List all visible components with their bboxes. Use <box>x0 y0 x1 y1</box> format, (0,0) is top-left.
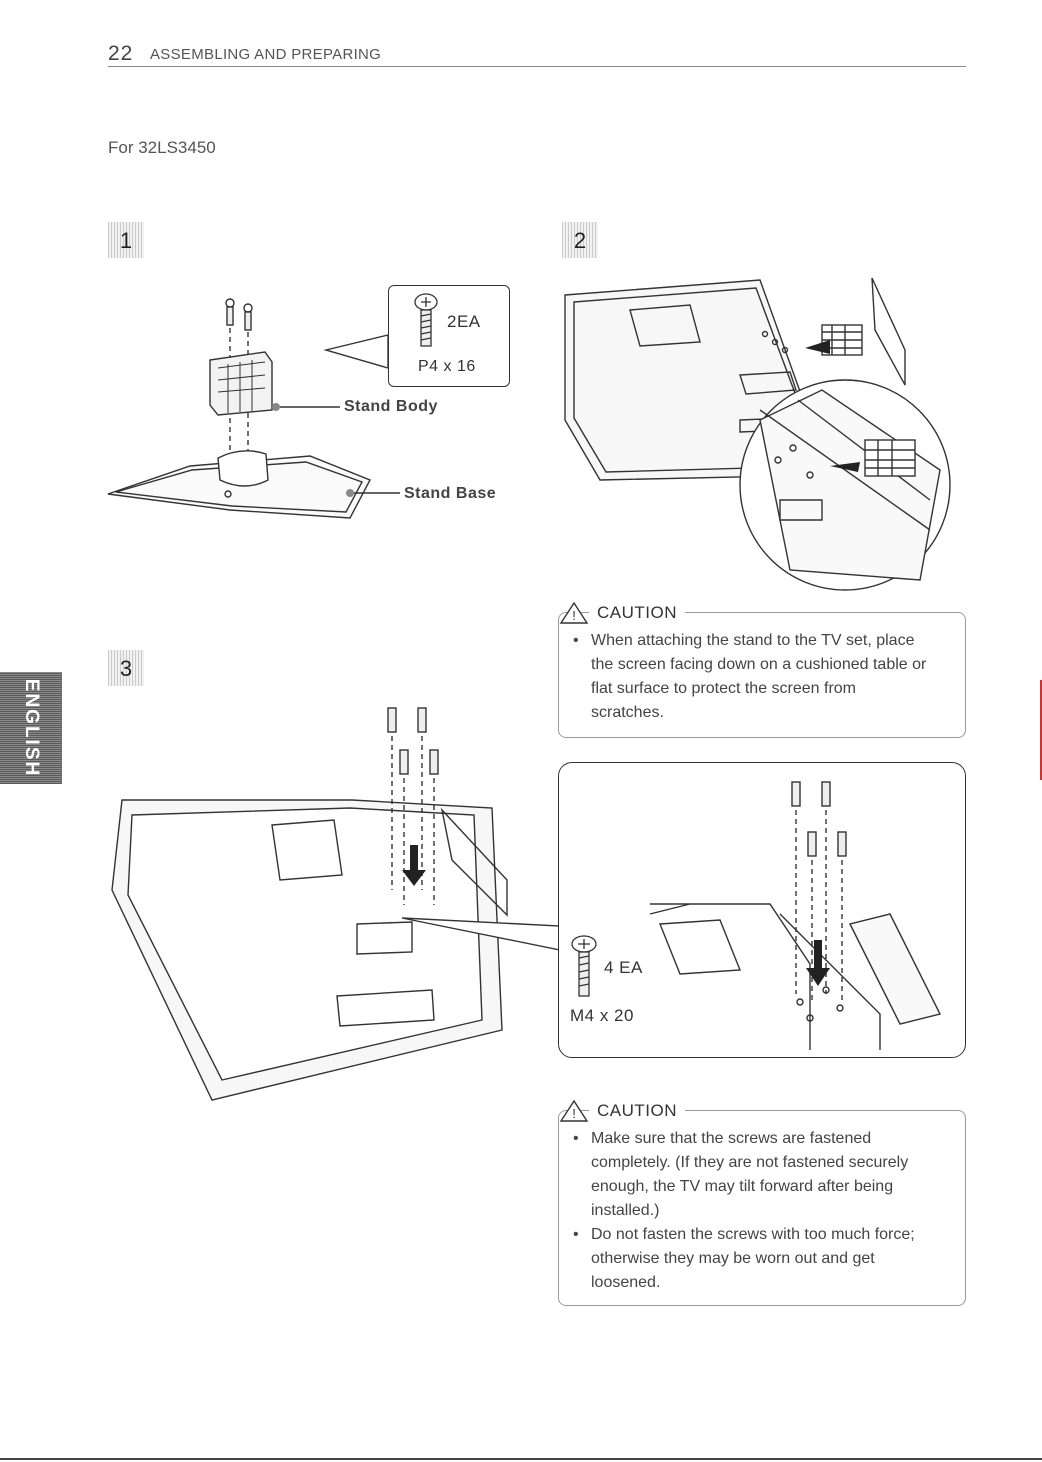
tv-rear-screw-illustration <box>111 707 561 1101</box>
step-badge-3: 3 <box>108 650 144 686</box>
screw-spec-label: M4 x 20 <box>570 1006 634 1025</box>
screw-icon <box>225 298 253 331</box>
header-divider <box>108 66 966 67</box>
screw-icon <box>571 935 597 997</box>
stand-base-label: Stand Base <box>404 485 497 502</box>
svg-text:!: ! <box>572 1106 576 1121</box>
stand-assembly-illustration <box>107 298 400 519</box>
caution-title: CAUTION <box>589 1101 685 1121</box>
caution-item: Make sure that the screws are fastened c… <box>573 1127 943 1223</box>
caution-box: ! CAUTION When attaching the stand to th… <box>558 601 966 738</box>
screw-callout-box <box>388 285 510 387</box>
model-line: For 32LS3450 <box>108 138 216 157</box>
language-tab: ENGLISH <box>0 672 62 784</box>
page-number: 22 <box>108 42 134 65</box>
svg-text:!: ! <box>572 608 576 623</box>
page-edge-mark <box>1040 680 1042 780</box>
caution-box: ! CAUTION Make sure that the screws are … <box>558 1099 966 1306</box>
warning-icon: ! <box>559 601 589 624</box>
step-badge-2: 2 <box>562 222 598 258</box>
screw-detail-illustration <box>649 781 942 1050</box>
screw-spec-label: P4 x 16 <box>418 358 476 375</box>
caution-item: When attaching the stand to the TV set, … <box>573 629 929 725</box>
caution-list: Make sure that the screws are fastened c… <box>559 1127 943 1295</box>
page-bottom-rule <box>0 1458 1042 1460</box>
screw-count-label: 2EA <box>447 312 481 331</box>
caution-item: Do not fasten the screws with too much f… <box>573 1223 943 1295</box>
tv-rear-attach-illustration <box>564 277 951 591</box>
screw-icon <box>414 293 438 347</box>
caution-list: When attaching the stand to the TV set, … <box>559 629 929 725</box>
language-tab-label: ENGLISH <box>21 678 43 778</box>
screw-count-label: 4 EA <box>604 958 643 977</box>
section-title: ASSEMBLING AND PREPARING <box>150 46 382 63</box>
stand-body-label: Stand Body <box>344 398 438 415</box>
warning-icon: ! <box>559 1099 589 1122</box>
step-badge-1: 1 <box>108 222 144 258</box>
caution-title: CAUTION <box>589 603 685 623</box>
